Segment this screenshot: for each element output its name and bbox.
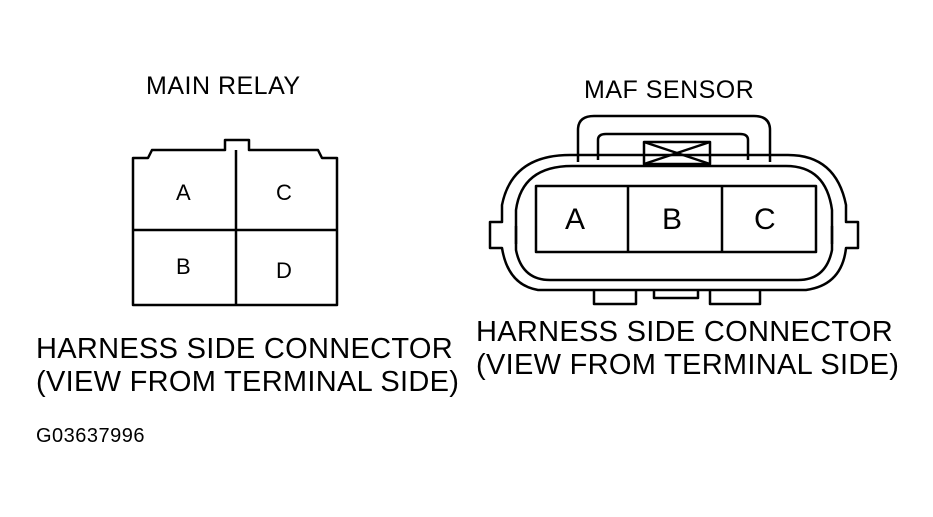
- maf-sensor-caption-line1: HARNESS SIDE CONNECTOR: [476, 316, 893, 348]
- main-relay-caption-line1: HARNESS SIDE CONNECTOR: [36, 333, 453, 365]
- maf-pin-c: C: [754, 203, 776, 236]
- maf-lock-arch-outer: [576, 114, 772, 162]
- maf-sensor-caption-line2: (VIEW FROM TERMINAL SIDE): [476, 349, 900, 381]
- maf-housing-outer: [488, 153, 860, 292]
- main-relay-housing: [131, 138, 339, 307]
- main-relay-caption-line2: (VIEW FROM TERMINAL SIDE): [36, 366, 460, 398]
- maf-lock-tab-cross-b: [643, 140, 711, 166]
- maf-lock-arch-inner: [596, 132, 750, 160]
- figure-id: G03637996: [36, 425, 146, 447]
- maf-sensor-connector: [488, 114, 860, 306]
- maf-sensor-title: MAF SENSOR: [584, 76, 755, 104]
- main-relay-pin-b: B: [176, 254, 191, 279]
- maf-foot-center: [652, 290, 700, 300]
- maf-terminal-block: [534, 184, 818, 254]
- maf-pin-a: A: [565, 203, 586, 236]
- maf-pin-b: B: [662, 203, 683, 236]
- maf-foot-right: [708, 290, 762, 306]
- main-relay-title: MAIN RELAY: [146, 72, 301, 100]
- main-relay-pin-d: D: [276, 258, 292, 283]
- maf-housing-inner: [514, 164, 834, 282]
- main-relay-connector: [131, 138, 339, 307]
- maf-foot-left: [592, 290, 638, 306]
- main-relay-pin-a: A: [176, 180, 191, 205]
- maf-lock-tab: [642, 140, 712, 166]
- main-relay-pin-c: C: [276, 180, 292, 205]
